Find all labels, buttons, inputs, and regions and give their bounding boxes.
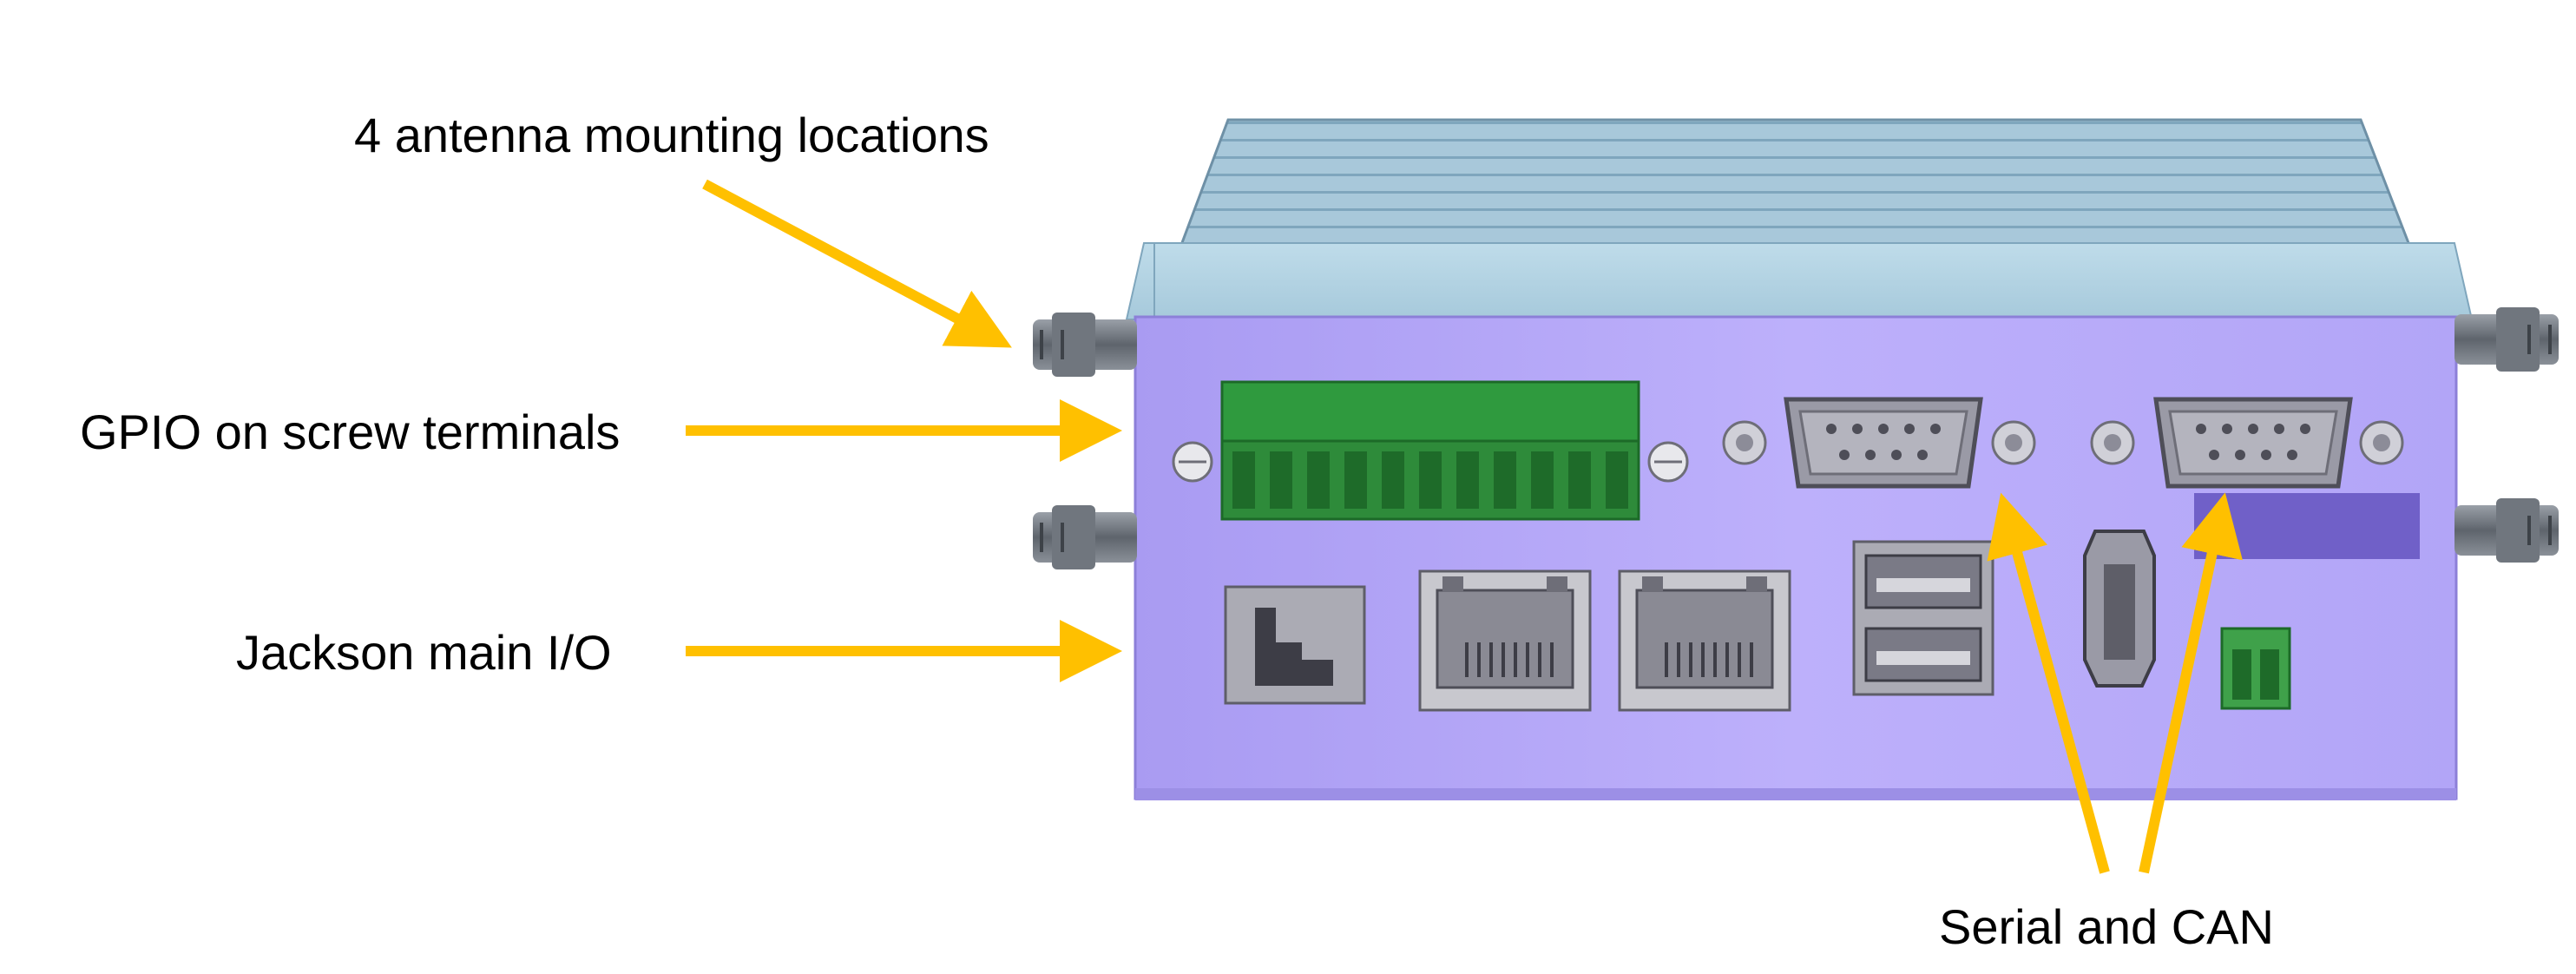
arrow-serial bbox=[1987, 492, 2110, 874]
arrow-can bbox=[2139, 492, 2243, 874]
arrow-antenna bbox=[702, 179, 1012, 348]
rj11-port bbox=[1224, 585, 1366, 705]
antenna-connector-top-left bbox=[1033, 313, 1137, 377]
antenna-connector-top-right bbox=[2454, 307, 2559, 372]
power-terminal bbox=[2220, 627, 2291, 710]
gpio-screw-terminal-block bbox=[1172, 380, 1689, 521]
heatsink-top bbox=[1125, 118, 2474, 320]
annotation-arrows bbox=[686, 179, 2243, 874]
antenna-label: 4 antenna mounting locations bbox=[354, 108, 989, 162]
jackson-io-label: Jackson main I/O bbox=[236, 625, 612, 680]
gpio-label: GPIO on screw terminals bbox=[80, 405, 621, 459]
antenna-connector-bottom-right bbox=[2454, 498, 2559, 563]
hdmi-port bbox=[2083, 530, 2156, 688]
usb-ports bbox=[1852, 540, 1994, 696]
ethernet-port-1 bbox=[1418, 569, 1592, 712]
serial-can-label: Serial and CAN bbox=[1939, 899, 2274, 954]
serial-db9-connector bbox=[1722, 397, 2036, 489]
antenna-connector-bottom-left bbox=[1033, 505, 1137, 569]
ethernet-port-2 bbox=[1618, 569, 1791, 712]
